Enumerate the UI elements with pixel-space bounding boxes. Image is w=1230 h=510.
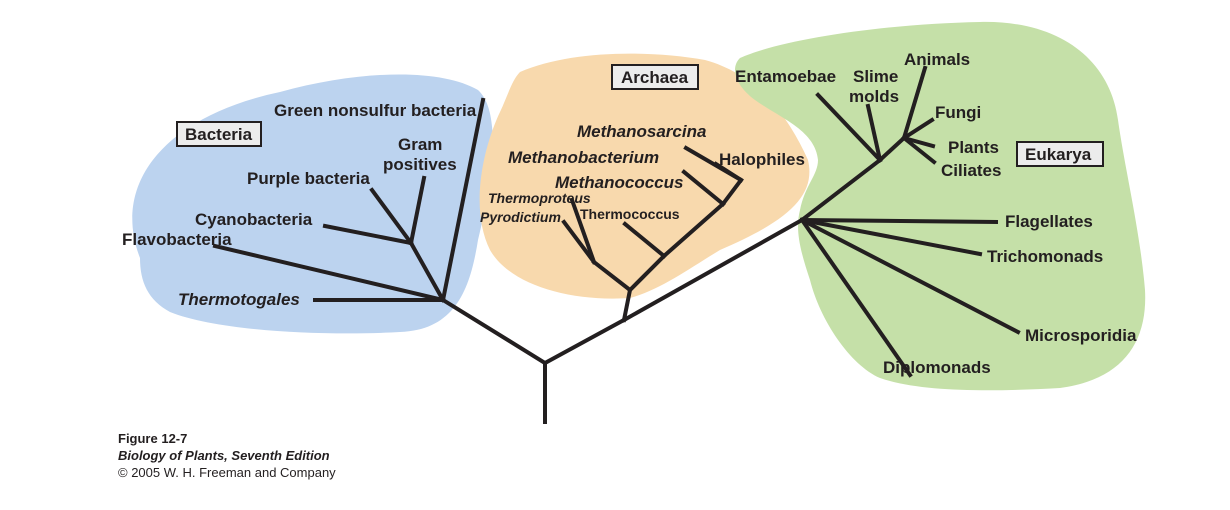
- taxon-flavobacteria: Flavobacteria: [122, 230, 232, 249]
- taxon-flagellates: Flagellates: [1005, 212, 1093, 231]
- taxon-pyrodictium: Pyrodictium: [480, 209, 561, 225]
- taxon-animals: Animals: [904, 50, 970, 69]
- taxon-thermotogales: Thermotogales: [178, 290, 300, 309]
- taxon-thermoproteus: Thermoproteus: [488, 190, 591, 206]
- taxon-methanosarcina: Methanosarcina: [577, 122, 706, 141]
- domain-name-bacteria: Bacteria: [185, 125, 253, 144]
- taxon-gram-positives-line2: positives: [383, 155, 457, 174]
- tree-branches: [212, 65, 1021, 424]
- taxon-thermococcus: Thermococcus: [580, 206, 680, 222]
- taxon-fungi: Fungi: [935, 103, 981, 122]
- taxon-purple-bacteria: Purple bacteria: [247, 169, 370, 188]
- archaea-region: [479, 53, 810, 299]
- domain-label-bacteria: Bacteria: [176, 121, 262, 147]
- taxon-halophiles: Halophiles: [719, 150, 805, 169]
- taxon-slime-molds-line2: molds: [849, 87, 899, 106]
- taxon-ciliates: Ciliates: [941, 161, 1001, 180]
- taxon-plants: Plants: [948, 138, 999, 157]
- taxon-microsporidia: Microsporidia: [1025, 326, 1137, 345]
- taxon-diplomonads: Diplomonads: [883, 358, 991, 377]
- figure-number: Figure 12-7: [118, 431, 188, 446]
- taxon-cyanobacteria: Cyanobacteria: [195, 210, 313, 229]
- taxon-trichomonads: Trichomonads: [987, 247, 1103, 266]
- book-title: Biology of Plants, Seventh Edition: [118, 448, 330, 463]
- domain-name-eukarya: Eukarya: [1025, 145, 1092, 164]
- domain-label-archaea: Archaea: [611, 64, 699, 90]
- taxon-methanococcus: Methanococcus: [555, 173, 683, 192]
- domain-label-eukarya: Eukarya: [1016, 141, 1104, 167]
- taxon-green-nonsulfur: Green nonsulfur bacteria: [274, 101, 477, 120]
- taxon-gram-positives-line1: Gram: [398, 135, 442, 154]
- copyright-notice: © 2005 W. H. Freeman and Company: [118, 465, 336, 480]
- taxon-slime-molds-line1: Slime: [853, 67, 898, 86]
- domain-name-archaea: Archaea: [621, 68, 689, 87]
- taxon-entamoebae: Entamoebae: [735, 67, 836, 86]
- taxon-methanobacterium: Methanobacterium: [508, 148, 659, 167]
